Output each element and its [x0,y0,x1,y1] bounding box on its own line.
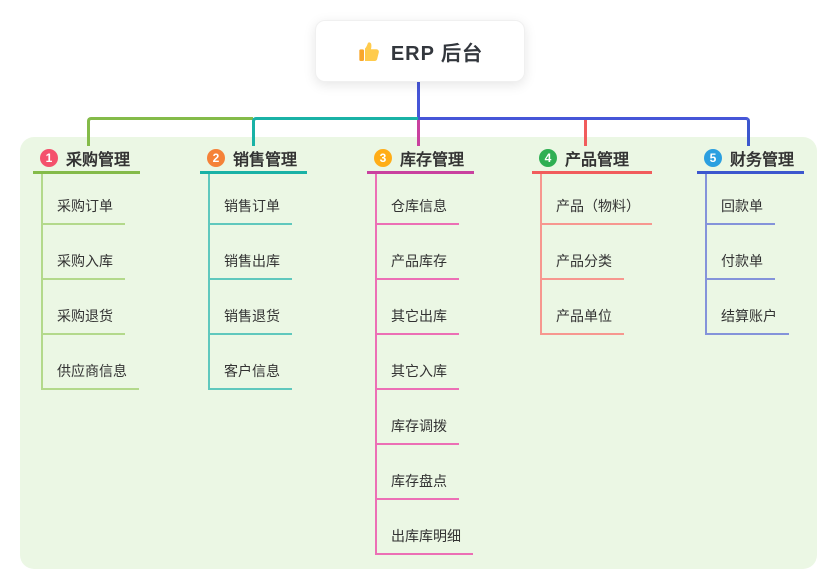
child-row: 客户信息 [208,335,307,390]
branch-label: 财务管理 [730,151,795,169]
branch-title-finance[interactable]: 5 财务管理 [697,148,805,174]
branch-label: 产品管理 [565,151,630,169]
branch-badge-finance: 5 [704,148,722,167]
branch-label: 销售管理 [233,151,298,169]
connector-drop-product [584,120,587,146]
branch-children-product: 产品（物料） 产品分类产品单位 [540,174,652,335]
branch-badge-sales: 2 [207,148,225,167]
child-node-inventory-1[interactable]: 仓库信息 [375,196,459,225]
child-row: 产品库存 [375,225,474,280]
child-node-finance-2[interactable]: 付款单 [705,251,775,280]
child-node-sales-4[interactable]: 客户信息 [208,361,292,390]
child-row: 销售出库 [208,225,307,280]
branch-finance: 5 财务管理回款单付款单结算账户 [697,148,805,335]
child-node-finance-3[interactable]: 结算账户 [705,306,789,335]
thumbs-up-icon [357,39,381,63]
child-node-sales-3[interactable]: 销售退货 [208,306,292,335]
branch-children-inventory: 仓库信息产品库存其它出库其它入库库存调拨库存盘点出库库明细 [375,174,474,555]
child-node-inventory-3[interactable]: 其它出库 [375,306,459,335]
child-node-product-2[interactable]: 产品分类 [540,251,624,280]
root-node[interactable]: ERP 后台 [315,20,525,82]
child-node-purchase-4[interactable]: 供应商信息 [41,361,139,390]
branch-title-inventory[interactable]: 3 库存管理 [367,148,475,174]
child-row: 销售订单 [208,174,307,225]
child-row: 产品（物料） [540,174,652,225]
branch-badge-purchase: 1 [40,148,58,167]
branch-badge-product: 4 [539,148,557,167]
child-row: 仓库信息 [375,174,474,225]
branch-badge-inventory: 3 [374,148,392,167]
child-row: 库存调拨 [375,390,474,445]
child-node-purchase-1[interactable]: 采购订单 [41,196,125,225]
child-node-inventory-7[interactable]: 出库库明细 [375,526,473,555]
connector-elbow-sales [252,117,418,146]
child-node-finance-1[interactable]: 回款单 [705,196,775,225]
child-node-inventory-5[interactable]: 库存调拨 [375,416,459,445]
child-node-sales-2[interactable]: 销售出库 [208,251,292,280]
child-row: 采购退货 [41,280,140,335]
child-row: 采购入库 [41,225,140,280]
child-row: 出库库明细 [375,500,474,555]
connector-root-stem [417,82,420,120]
child-node-inventory-6[interactable]: 库存盘点 [375,471,459,500]
branch-children-purchase: 采购订单采购入库采购退货供应商信息 [41,174,140,390]
child-row: 库存盘点 [375,445,474,500]
child-node-inventory-4[interactable]: 其它入库 [375,361,459,390]
connector-drop-inventory [417,120,420,146]
child-row: 采购订单 [41,174,140,225]
child-row: 产品单位 [540,280,652,335]
child-row: 回款单 [705,174,804,225]
connector-elbow-purchase [87,117,253,146]
branch-label: 库存管理 [400,151,465,169]
child-row: 结算账户 [705,280,804,335]
branch-label: 采购管理 [66,151,131,169]
branch-title-sales[interactable]: 2 销售管理 [200,148,308,174]
child-node-inventory-2[interactable]: 产品库存 [375,251,459,280]
child-row: 供应商信息 [41,335,140,390]
branch-inventory: 3 库存管理仓库信息产品库存其它出库其它入库库存调拨库存盘点出库库明细 [367,148,475,555]
child-node-sales-1[interactable]: 销售订单 [208,196,292,225]
child-row: 销售退货 [208,280,307,335]
connector-elbow-finance [418,117,750,146]
child-row: 其它入库 [375,335,474,390]
child-row: 其它出库 [375,280,474,335]
child-node-product-1[interactable]: 产品（物料） [540,196,652,225]
child-row: 产品分类 [540,225,652,280]
branch-title-product[interactable]: 4 产品管理 [532,148,652,174]
child-row: 付款单 [705,225,804,280]
branch-children-sales: 销售订单销售出库销售退货客户信息 [208,174,307,390]
mindmap-panel [20,137,817,569]
branch-title-purchase[interactable]: 1 采购管理 [33,148,141,174]
branch-sales: 2 销售管理销售订单销售出库销售退货客户信息 [200,148,308,390]
branch-product: 4 产品管理产品（物料） 产品分类产品单位 [532,148,652,335]
branch-children-finance: 回款单付款单结算账户 [705,174,804,335]
root-title: ERP 后台 [390,42,484,65]
child-node-purchase-3[interactable]: 采购退货 [41,306,125,335]
branch-purchase: 1 采购管理采购订单采购入库采购退货供应商信息 [33,148,141,390]
child-node-purchase-2[interactable]: 采购入库 [41,251,125,280]
child-node-product-3[interactable]: 产品单位 [540,306,624,335]
